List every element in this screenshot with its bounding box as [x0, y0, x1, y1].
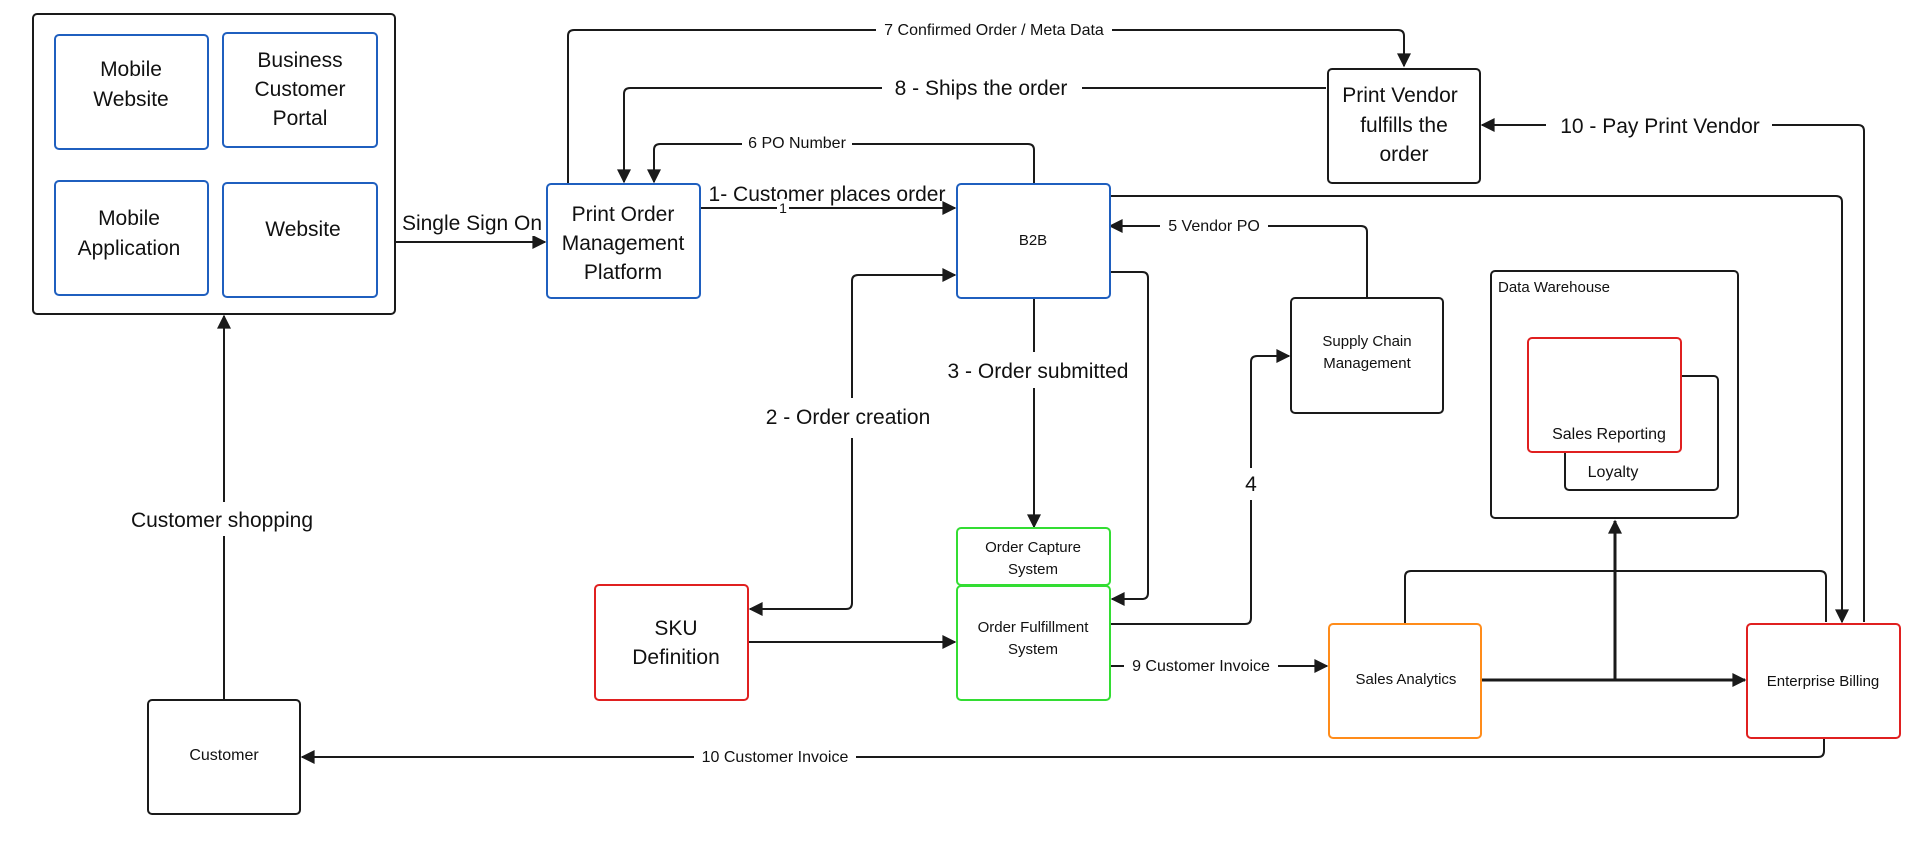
node-order-capture[interactable]: Order Capture System	[956, 527, 1111, 586]
edge-pay-print-vendor	[1480, 118, 1865, 622]
label-order-submitted: 3 - Order submitted	[948, 360, 1129, 383]
b2b-line-1: B2B	[1019, 232, 1047, 249]
mobile-application-line-2: Application	[78, 237, 181, 260]
order-capture-line-1: Order Capture	[985, 539, 1081, 556]
print-vendor-line-2: fulfills the	[1360, 114, 1448, 137]
node-b2b[interactable]: B2B	[956, 183, 1111, 299]
website-line-1: Website	[265, 218, 340, 241]
sku-definition-line-2: Definition	[632, 646, 720, 669]
enterprise-billing-line-1: Enterprise Billing	[1767, 673, 1880, 690]
label-confirmed-order: 7 Confirmed Order / Meta Data	[884, 22, 1104, 39]
label-vendor-po: 5 Vendor PO	[1168, 218, 1260, 235]
node-customer[interactable]: Customer	[147, 699, 301, 815]
customer-line-1: Customer	[189, 747, 259, 764]
label-single-sign-on: Single Sign On	[402, 212, 542, 235]
loyalty-line-1: Loyalty	[1588, 464, 1639, 481]
platform-line-2: Management	[562, 232, 685, 255]
business-portal-line-3: Portal	[273, 107, 328, 130]
data-warehouse-title: Data Warehouse	[1498, 279, 1610, 296]
label-four: 4	[1245, 473, 1257, 496]
label-customer-shopping: Customer shopping	[131, 509, 313, 532]
mobile-website-line-2: Website	[93, 88, 168, 111]
edge-confirmed-order	[567, 29, 1411, 183]
edge-b2b-to-fulfillment	[1110, 271, 1149, 606]
node-print-vendor[interactable]: Print Vendor fulfills the order	[1327, 68, 1481, 184]
node-website[interactable]: Website	[222, 182, 378, 298]
order-fulfillment-line-1: Order Fulfillment	[978, 619, 1090, 636]
supply-chain-line-2: Management	[1323, 355, 1411, 372]
edge-customer-invoice-10	[300, 739, 1825, 764]
print-vendor-line-1: Print Vendor	[1342, 84, 1458, 107]
edge-order-creation	[748, 268, 957, 616]
node-mobile-application[interactable]: Mobile Application	[54, 180, 209, 296]
node-sales-analytics[interactable]: Sales Analytics	[1328, 623, 1482, 739]
label-pay-print-vendor: 10 - Pay Print Vendor	[1560, 115, 1760, 138]
order-capture-line-2: System	[1008, 561, 1058, 578]
label-customer-places-order-marker: 1	[779, 200, 787, 216]
node-enterprise-billing[interactable]: Enterprise Billing	[1746, 623, 1901, 739]
node-sales-reporting[interactable]: Sales Reporting	[1527, 337, 1682, 453]
print-vendor-line-3: order	[1379, 143, 1428, 166]
order-fulfillment-line-2: System	[1008, 641, 1058, 658]
edge-ships-order	[617, 87, 1326, 184]
node-print-order-platform[interactable]: Print Order Management Platform	[546, 183, 701, 299]
node-business-customer-portal[interactable]: Business Customer Portal	[222, 32, 378, 148]
sku-definition-line-1: SKU	[654, 617, 697, 640]
edge-labels: Single Sign On Customer shopping 7 Confi…	[118, 18, 1772, 768]
node-order-fulfillment[interactable]: Order Fulfillment System	[956, 585, 1111, 701]
business-portal-line-1: Business	[257, 49, 342, 72]
node-supply-chain[interactable]: Supply Chain Management	[1290, 297, 1444, 414]
label-order-creation: 2 - Order creation	[766, 406, 931, 429]
mobile-website-line-1: Mobile	[100, 58, 162, 81]
supply-chain-line-1: Supply Chain	[1322, 333, 1411, 350]
edge-b2b-to-billing	[1110, 195, 1849, 624]
edge-top-connector	[1404, 570, 1827, 623]
sales-reporting-line-1: Sales Reporting	[1552, 426, 1666, 443]
label-po-number: 6 PO Number	[748, 135, 846, 152]
node-sku-definition[interactable]: SKU Definition	[594, 584, 749, 701]
sales-analytics-line-1: Sales Analytics	[1356, 671, 1457, 688]
platform-line-1: Print Order	[572, 203, 675, 226]
label-customer-invoice-10: 10 Customer Invoice	[702, 749, 849, 766]
business-portal-line-2: Customer	[254, 78, 345, 101]
edge-vendor-po	[1108, 219, 1368, 297]
platform-line-3: Platform	[584, 261, 662, 284]
label-customer-invoice-9: 9 Customer Invoice	[1132, 658, 1270, 675]
label-ships-order: 8 - Ships the order	[895, 77, 1068, 100]
mobile-application-line-1: Mobile	[98, 207, 160, 230]
label-customer-places-order: 1- Customer places order	[709, 183, 946, 206]
node-mobile-website[interactable]: Mobile Website	[54, 34, 209, 150]
